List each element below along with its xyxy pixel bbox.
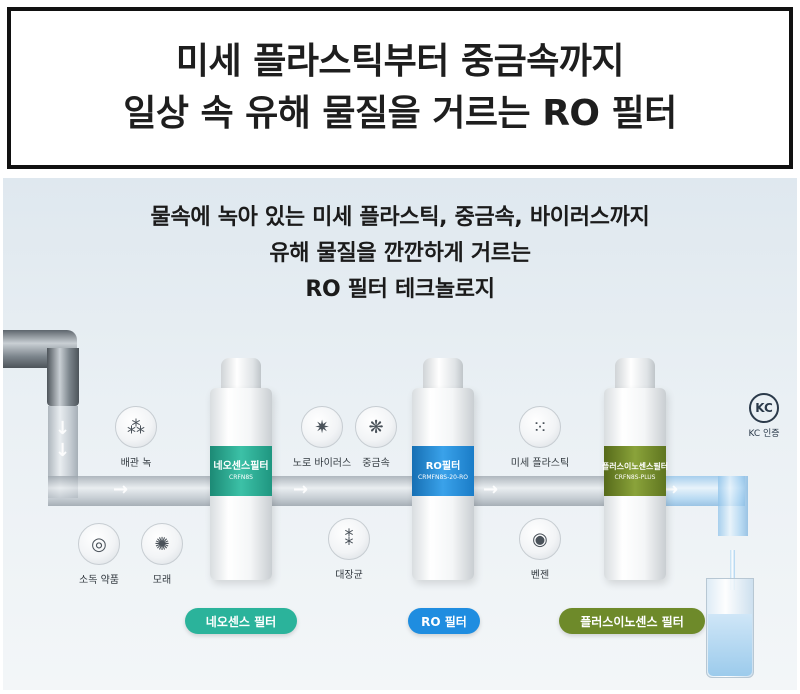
contaminant-label: 벤젠 — [530, 570, 550, 581]
filter-name: 플러스이노센스필터 — [601, 462, 669, 471]
pipe-segment-2 — [263, 476, 433, 506]
plus-innosense-filter: 플러스이노센스필터 CRFN8S-PLUS — [601, 388, 669, 580]
panel-title: 물속에 녹아 있는 미세 플라스틱, 중금속, 바이러스까지 유해 물질을 깐깐… — [3, 200, 797, 308]
kc-label: KC 인증 — [748, 429, 780, 439]
contaminant-label: 중금속 — [362, 458, 390, 469]
filter-illustration: 물속에 녹아 있는 미세 플라스틱, 중금속, 바이러스까지 유해 물질을 깐깐… — [3, 178, 797, 690]
ro-filter-label: RO 필터 — [408, 608, 480, 634]
contaminant-disinfectant: ◎ 소독 약품 — [59, 523, 139, 586]
contaminant-norovirus: ✷ 노로 바이러스 — [282, 406, 362, 469]
water-stream-icon — [730, 550, 735, 590]
microplastic-icon: ⁙ — [519, 406, 561, 448]
panel-line-3: RO 필터 테크놀로지 — [305, 277, 495, 302]
sand-icon: ✺ — [141, 523, 183, 565]
water-glass-icon — [706, 578, 754, 678]
glass-water — [708, 614, 752, 676]
contaminant-microplastic: ⁙ 미세 플라스틱 — [500, 406, 580, 469]
disinfectant-icon: ◎ — [78, 523, 120, 565]
flow-arrow-icon: → — [663, 479, 679, 500]
contaminant-label: 대장균 — [335, 570, 363, 581]
filter-label-band: RO필터 CRMFN8S-20-RO — [412, 446, 474, 496]
filter-code: CRMFN8S-20-RO — [418, 474, 468, 481]
filter-code: CRFN8S-PLUS — [614, 474, 656, 481]
contaminant-label: 소독 약품 — [79, 575, 119, 586]
contaminant-label: 노로 바이러스 — [292, 458, 352, 469]
flow-arrow-icon: ↓ — [55, 418, 71, 439]
contaminant-label: 배관 녹 — [120, 458, 152, 469]
filter-cap-icon — [615, 358, 655, 392]
plus-innosense-filter-label: 플러스이노센스 필터 — [559, 608, 705, 634]
header-box: 미세 플라스틱부터 중금속까지 일상 속 유해 물질을 거르는 RO 필터 — [7, 7, 793, 169]
neosense-filter-label: 네오센스 필터 — [185, 608, 297, 634]
benzene-icon: ◉ — [519, 518, 561, 560]
contaminant-label: 모래 — [152, 575, 172, 586]
kc-logo-icon: KC — [749, 393, 779, 423]
panel-line-2: 유해 물질을 깐깐하게 거르는 — [269, 241, 531, 266]
faucet-spout-icon — [47, 348, 79, 406]
filter-cap-icon — [221, 358, 261, 392]
panel-line-1: 물속에 녹아 있는 미세 플라스틱, 중금속, 바이러스까지 — [150, 205, 650, 230]
header-line-2: 일상 속 유해 물질을 거르는 RO 필터 — [123, 93, 677, 134]
kc-certification: KC KC 인증 — [736, 393, 792, 439]
flow-arrow-icon: → — [483, 479, 499, 500]
contaminant-benzene: ◉ 벤젠 — [500, 518, 580, 581]
filter-code: CRFN8S — [229, 474, 253, 481]
neosense-filter: 네오센스필터 CRFN8S — [210, 388, 272, 580]
flow-arrow-icon: ↓ — [55, 440, 71, 461]
bacteria-icon: ⁑ — [328, 518, 370, 560]
contaminant-heavy-metal: ❋ 중금속 — [336, 406, 416, 469]
contaminant-label: 미세 플라스틱 — [510, 458, 570, 469]
filter-name: RO필터 — [425, 461, 461, 472]
rust-icon: ⁂ — [115, 406, 157, 448]
outlet-pipe-vertical — [718, 476, 748, 536]
contaminant-ecoli: ⁑ 대장균 — [309, 518, 389, 581]
header-line-1: 미세 플라스틱부터 중금속까지 — [175, 41, 625, 82]
heavy-metal-icon: ❋ — [355, 406, 397, 448]
flow-arrow-icon: → — [113, 479, 129, 500]
flow-arrow-icon: → — [293, 479, 309, 500]
ro-filter: RO필터 CRMFN8S-20-RO — [412, 388, 474, 580]
virus-icon: ✷ — [301, 406, 343, 448]
filter-cap-icon — [423, 358, 463, 392]
filter-label-band: 네오센스필터 CRFN8S — [210, 446, 272, 496]
contaminant-sand: ✺ 모래 — [122, 523, 202, 586]
filter-name: 네오센스필터 — [213, 461, 269, 472]
contaminant-rust: ⁂ 배관 녹 — [96, 406, 176, 469]
filter-label-band: 플러스이노센스필터 CRFN8S-PLUS — [601, 446, 669, 496]
